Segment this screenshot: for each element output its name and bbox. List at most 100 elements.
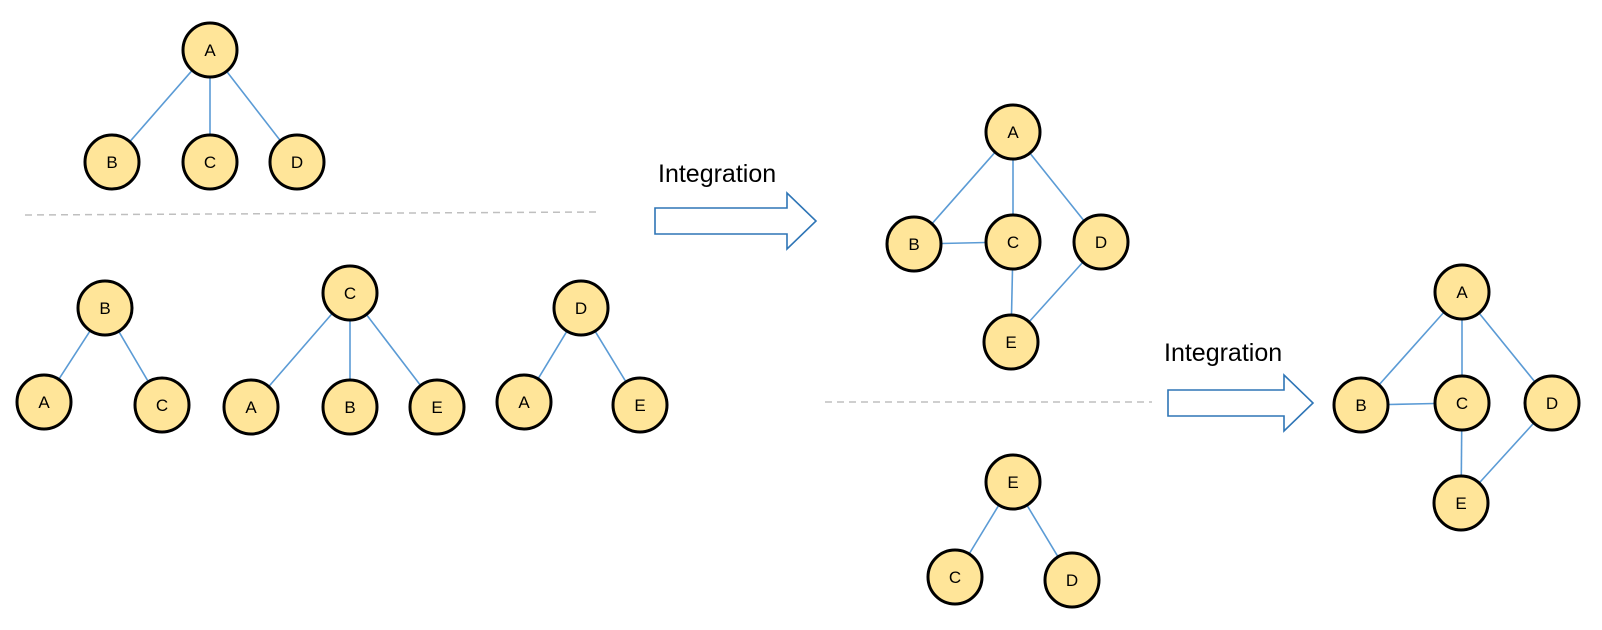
integrated-2-node-label-a: A [1456,283,1468,302]
tree-b-node-circle-b [76,279,134,337]
tree-b-edge-b-a [58,330,91,380]
tree-a-node-label-b: B [106,153,117,172]
tree-a-node-circle-b [83,133,141,191]
tree-b-edge-b-c [118,330,149,383]
tree-e-node-label-d: D [1066,571,1078,590]
integrated-2-node-circle-a [1433,263,1491,321]
tree-c-node-c: C [321,264,379,322]
integrated-2-node-c: C [1433,374,1491,432]
integrated-1-edge-a-d [1029,152,1085,222]
integrated-2-node-a: A [1433,263,1491,321]
integrated-2-node-label-e: E [1455,494,1466,513]
tree-a-node-b: B [83,133,141,191]
integrated-1-edge-b-c [940,241,987,245]
tree-d-node-circle-a [495,373,553,431]
tree-e-node-e: E [984,453,1042,511]
tree-d-node-a: A [495,373,553,431]
tree-c-node-a: A [222,378,280,436]
arrow-shape-1 [654,191,818,251]
tree-c-edge-c-e [365,314,422,386]
tree-e-node-circle-c [926,548,984,606]
tree-d-graph: D A E [495,279,669,434]
tree-c-node-circle-b [321,378,379,436]
tree-a-edge-a-d [225,70,282,142]
integrated-1-node-label-b: B [908,235,919,254]
tree-b-node-b: B [76,279,134,337]
integrated-2-edge-b-c [1387,402,1436,406]
tree-e-node-circle-d [1043,551,1101,609]
integrated-1-node-circle-b [885,215,943,273]
integrated-2-node-circle-e [1432,474,1490,532]
integrated-1-edge-d-e [1028,261,1084,323]
tree-e-graph: E C D [926,453,1101,609]
integrated-2-node-label-d: D [1546,394,1558,413]
integrated-1-node-b: B [885,215,943,273]
tree-b-node-label-a: A [38,393,50,412]
tree-e-edge-e-d [1026,504,1059,558]
integrated-1-node-label-d: D [1095,233,1107,252]
tree-b-node-label-b: B [99,299,110,318]
tree-c-node-label-b: B [344,398,355,417]
tree-a-node-label-a: A [204,41,216,60]
tree-a-node-circle-d [268,133,326,191]
integrated-1-node-label-c: C [1007,233,1019,252]
integrated-1-edge-a-b [931,151,996,225]
tree-e-node-label-c: C [949,568,961,587]
integration-arrow-1: Integration [654,160,818,251]
tree-d-node-label-e: E [634,396,645,415]
integrated-2-node-e: E [1432,474,1490,532]
tree-d-node-d: D [552,279,610,337]
integrated-2-node-d: D [1523,374,1581,432]
tree-c-edge-c-a [268,312,333,388]
tree-e-node-d: D [1043,551,1101,609]
integrated-1-graph: A B C D E [885,103,1130,371]
integrated-2-node-circle-d [1523,374,1581,432]
tree-e-node-label-e: E [1007,473,1018,492]
integration-arrow-2: Integration [1164,339,1315,433]
integrated-2-edge-d-e [1478,422,1535,484]
tree-d-node-label-a: A [518,393,530,412]
tree-e-edge-e-c [968,504,1000,555]
tree-d-node-circle-e [611,376,669,434]
arrow-shape-2 [1167,373,1315,433]
tree-a-node-circle-a [181,21,239,79]
arrow-label-1: Integration [658,160,776,188]
tree-e-node-circle-e [984,453,1042,511]
tree-d-node-circle-d [552,279,610,337]
integrated-1-node-e: E [982,313,1040,371]
tree-c-node-label-e: E [431,398,442,417]
tree-a-edge-a-b [129,69,193,143]
tree-c-node-circle-c [321,264,379,322]
integrated-1-node-a: A [984,103,1042,161]
tree-c-node-e: E [408,378,466,436]
integrated-1-node-label-a: A [1007,123,1019,142]
tree-c-node-label-a: A [245,398,257,417]
tree-b-node-c: C [133,376,191,434]
tree-d-node-e: E [611,376,669,434]
tree-d-node-label-d: D [575,299,587,318]
integrated-2-node-circle-b [1332,376,1390,434]
tree-a-node-a: A [181,21,239,79]
integrated-2-node-label-c: C [1456,394,1468,413]
integrated-1-edge-c-e [1010,268,1014,316]
tree-a-graph: A B C D [83,21,326,191]
integrated-1-node-circle-c [984,213,1042,271]
integrated-1-node-label-e: E [1005,333,1016,352]
integrated-2-edge-a-d [1478,312,1536,383]
integrated-1-node-d: D [1072,213,1130,271]
tree-a-node-circle-c [181,133,239,191]
integrated-1-node-circle-a [984,103,1042,161]
tree-b-graph: B A C [15,279,191,434]
tree-a-node-c: C [181,133,239,191]
tree-c-node-label-c: C [344,284,356,303]
tree-a-node-label-d: D [291,153,303,172]
tree-c-node-circle-e [408,378,466,436]
tree-a-node-d: D [268,133,326,191]
integrated-1-node-circle-d [1072,213,1130,271]
tree-b-node-circle-c [133,376,191,434]
integrated-1-node-circle-e [982,313,1040,371]
